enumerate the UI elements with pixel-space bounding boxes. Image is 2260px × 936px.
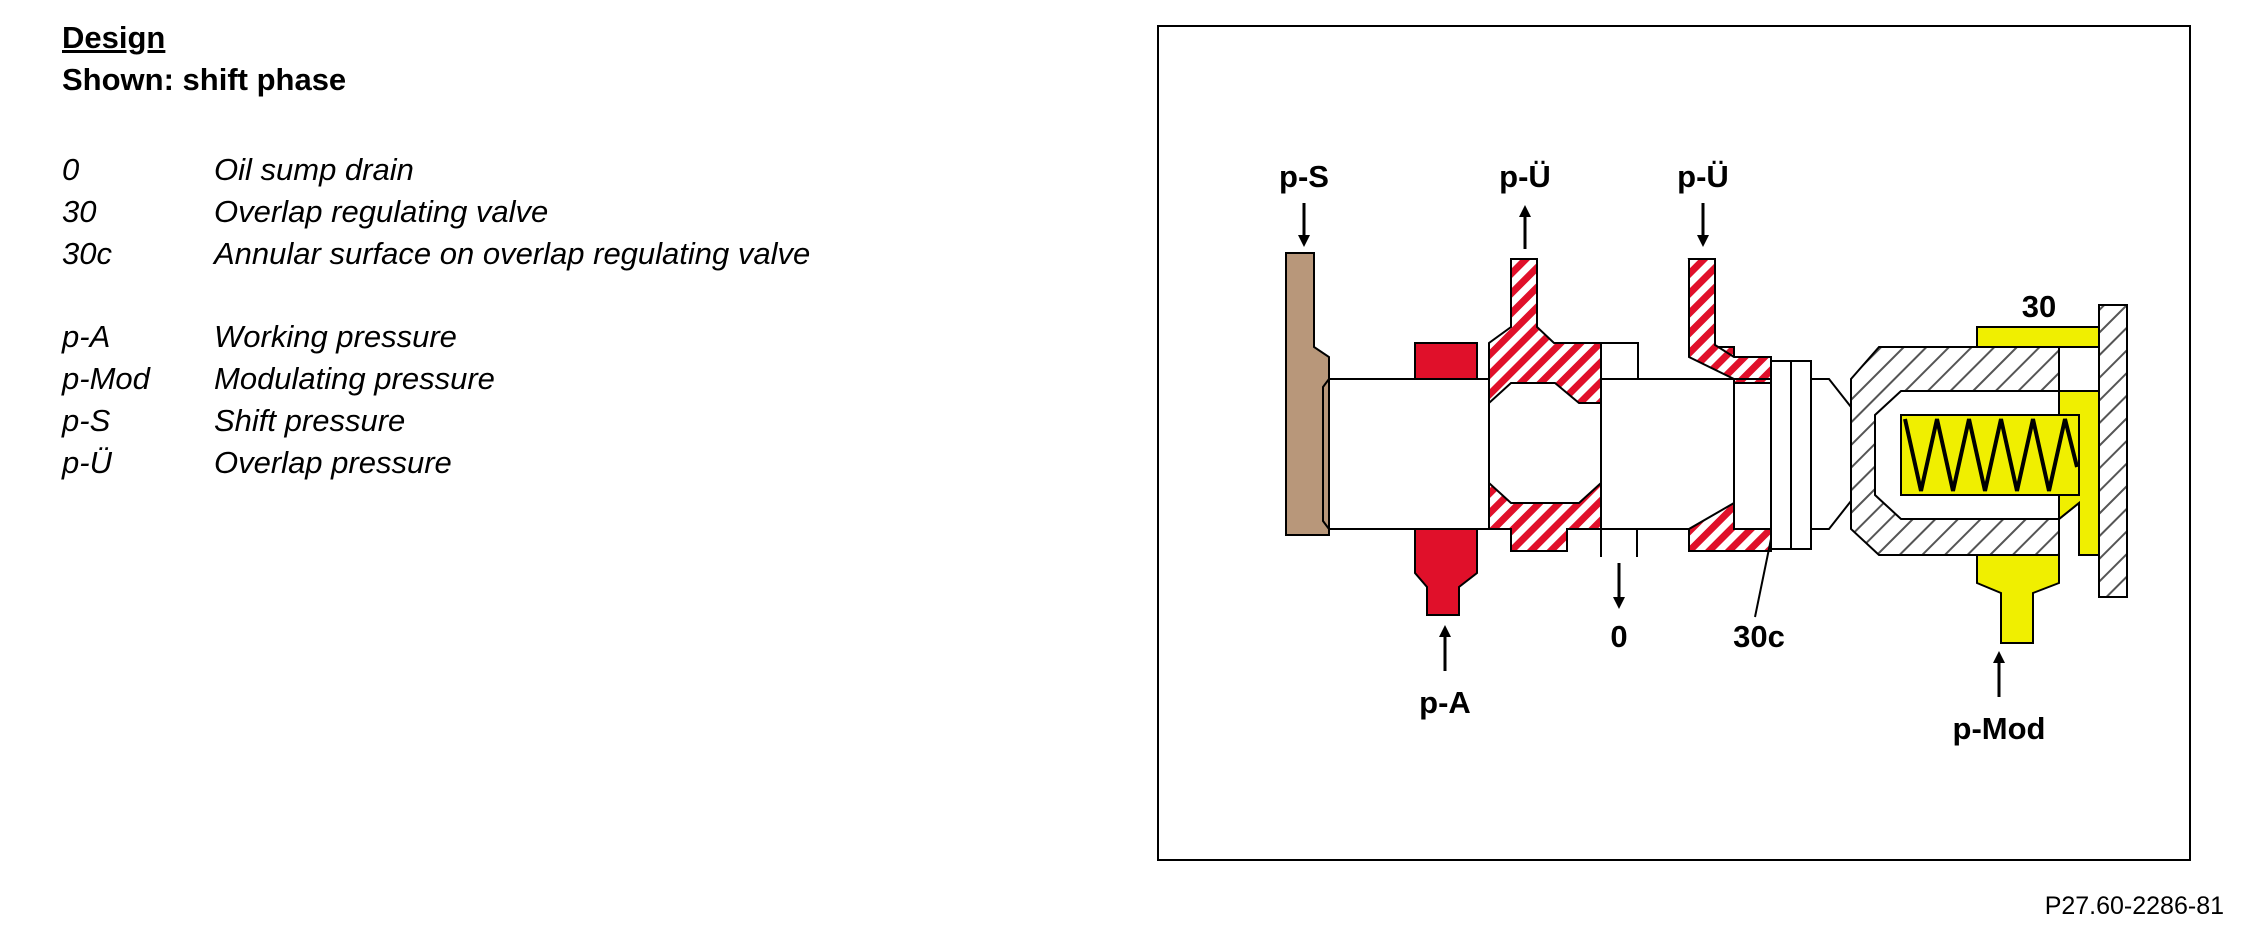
legend-value: Oil sump drain — [214, 152, 414, 187]
legend: 0 Oil sump drain 30 Overlap regulating v… — [62, 0, 1062, 520]
label-p-s: p-S — [1279, 159, 1329, 194]
legend-value: Modulating pressure — [214, 361, 495, 396]
page-subheading: Shown: shift phase — [62, 62, 347, 97]
page-heading: Design — [62, 20, 166, 55]
legend-key: 0 — [62, 152, 80, 187]
spring — [1903, 418, 2079, 492]
legend-key: p-S — [62, 403, 111, 438]
legend-key: p-A — [62, 319, 111, 354]
figure-reference-number: P27.60-2286-81 — [2044, 892, 2224, 920]
legend-value: Annular surface on overlap regulating va… — [214, 236, 811, 271]
label-p-a: p-A — [1419, 685, 1471, 720]
valve-diagram: p-S p-Ü p-Ü 30 p-A 0 30c p-Mod — [1279, 159, 2128, 746]
annular-surface-leader — [1754, 538, 1772, 618]
legend-key: p-Mod — [62, 361, 150, 396]
legend-value: Working pressure — [214, 319, 457, 354]
overlap-pressure-passage-left — [1488, 258, 1602, 552]
legend-value: Overlap regulating valve — [214, 194, 549, 229]
legend-key: 30 — [62, 194, 97, 229]
label-0: 0 — [1610, 619, 1627, 654]
legend-key: 30c — [62, 236, 112, 271]
label-p-mod: p-Mod — [1953, 711, 2046, 746]
shift-pressure-passage — [1285, 252, 1330, 536]
label-30c: 30c — [1733, 619, 1785, 654]
valve-diagram-figure: p-S p-Ü p-Ü 30 p-A 0 30c p-Mod — [1157, 25, 2191, 861]
legend-value: Overlap pressure — [214, 445, 452, 480]
label-p-u-right: p-Ü — [1677, 159, 1729, 194]
label-30: 30 — [2022, 289, 2056, 324]
label-p-u-left: p-Ü — [1499, 159, 1551, 194]
legend-key: p-Ü — [62, 445, 112, 480]
legend-value: Shift pressure — [214, 403, 406, 438]
annular-surface — [1770, 360, 1852, 550]
working-pressure-passage — [1414, 342, 1478, 616]
overlap-pressure-passage-right — [1687, 258, 1772, 552]
